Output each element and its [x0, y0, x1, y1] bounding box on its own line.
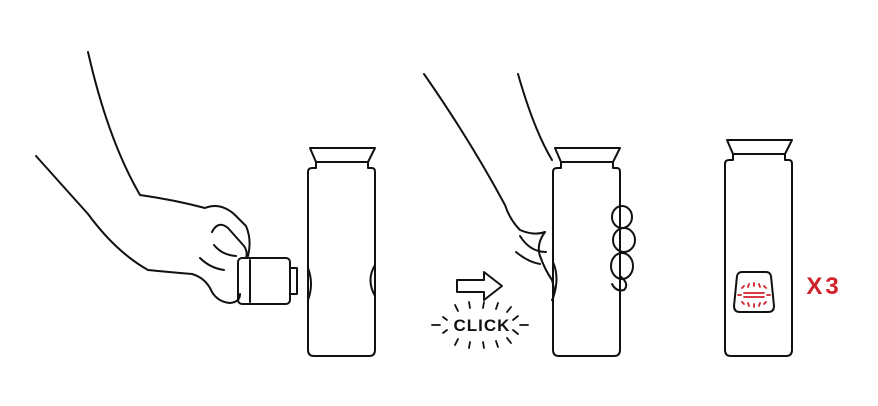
step-1-panel: [35, 51, 376, 357]
repeat-count-label: X3: [806, 273, 841, 300]
indicator-window: [733, 271, 775, 313]
step-2-device: [552, 147, 621, 357]
step-3-panel: X3: [724, 139, 841, 357]
step-1-cartridge: [237, 257, 298, 305]
indicator-light-icon: [737, 282, 771, 308]
click-label: CLICK: [454, 316, 511, 335]
step-2-hand: [423, 73, 555, 301]
step-1-device: [307, 147, 376, 357]
step-3-device: [724, 139, 793, 357]
step-2-panel: CLICK: [423, 73, 636, 357]
click-burst-icon: [431, 301, 529, 349]
step-1-hand: [35, 51, 251, 304]
step-2-fingers: [610, 205, 636, 292]
step-2-arrow-icon: [456, 271, 503, 301]
